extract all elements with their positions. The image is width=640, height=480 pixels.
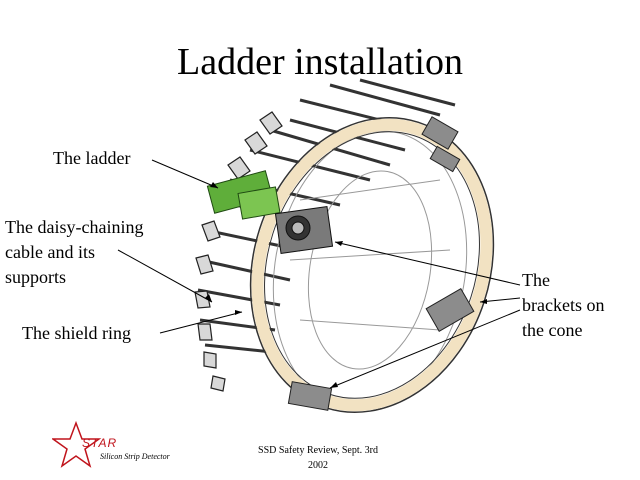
pointer-lines	[117, 159, 521, 389]
label-brackets-line3: the cone	[522, 320, 583, 340]
logo-name: STAR	[82, 436, 118, 450]
label-daisy-chaining: The daisy-chaining cable and its support…	[5, 215, 143, 290]
star-logo-icon	[52, 420, 102, 468]
arrow-heads	[205, 182, 487, 388]
outer-ring-inner-edge	[264, 131, 480, 399]
footer: SSD Safety Review, Sept. 3rd 2002	[228, 443, 408, 473]
central-connector	[274, 206, 334, 254]
label-brackets-line1: The	[522, 270, 550, 290]
label-daisy-line1: The daisy-chaining	[5, 217, 144, 237]
footer-line1: SSD Safety Review, Sept. 3rd	[258, 445, 378, 456]
logo-subtitle: Silicon Strip Detector	[100, 452, 170, 461]
slide-title: Ladder installation	[177, 41, 463, 83]
label-daisy-line2: cable and its	[5, 242, 95, 262]
label-brackets-line2: brackets on	[522, 295, 605, 315]
green-ladder	[206, 170, 281, 220]
label-ladder: The ladder	[53, 148, 131, 168]
cone-brackets	[287, 116, 475, 411]
label-daisy-line3: supports	[5, 267, 67, 287]
label-brackets: The brackets on the cone	[522, 268, 604, 343]
footer-line2: 2002	[308, 460, 328, 471]
label-shield-ring: The shield ring	[22, 323, 131, 343]
